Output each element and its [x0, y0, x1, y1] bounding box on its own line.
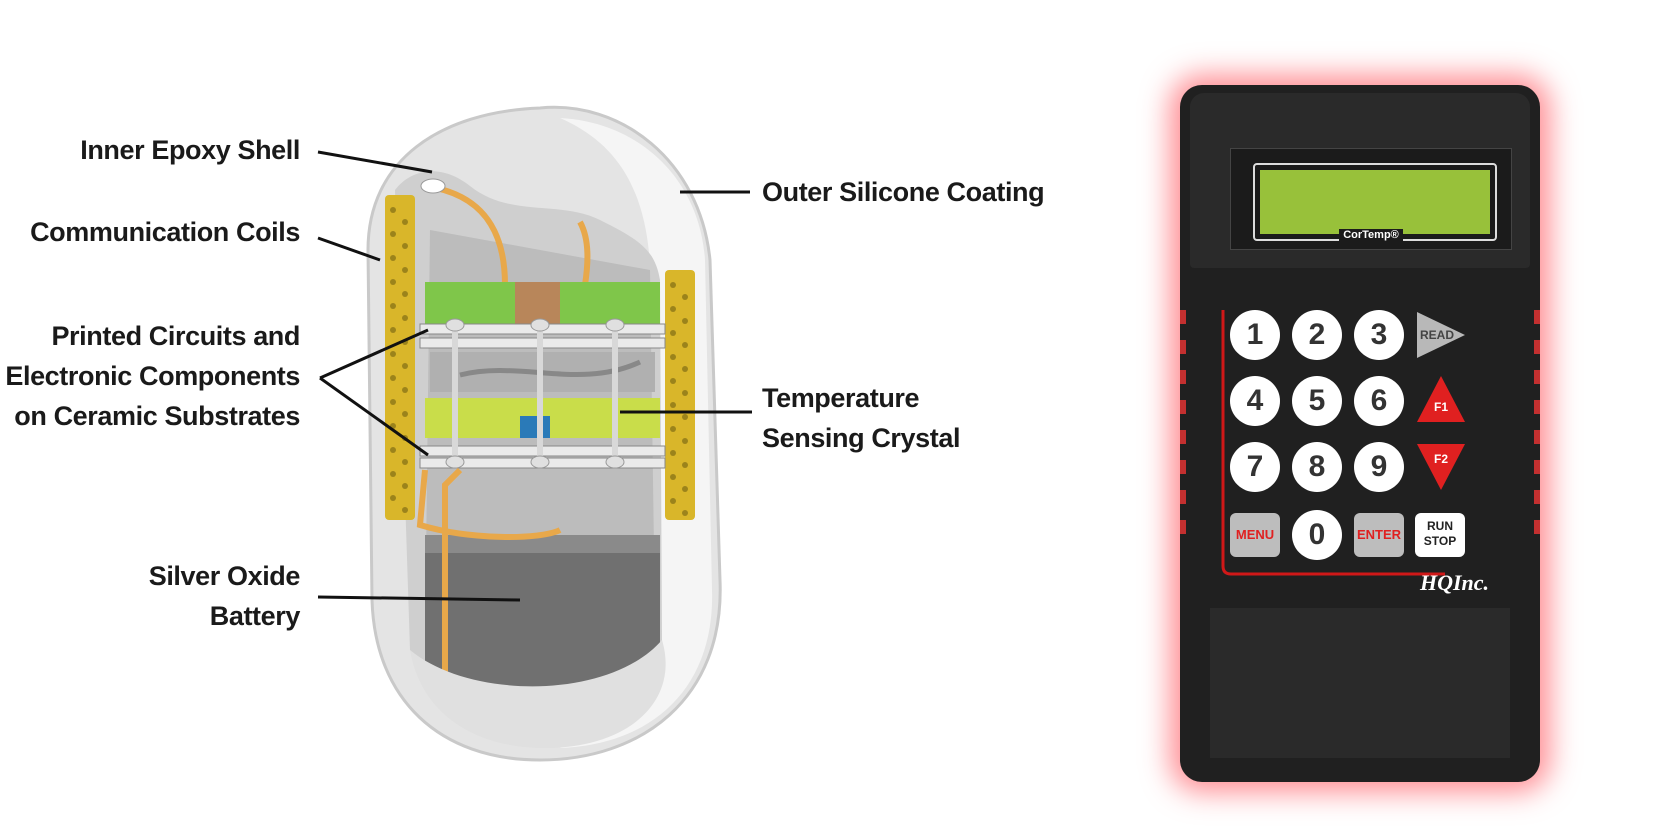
- side-grip: [1534, 490, 1540, 504]
- label-printed-circuits: Printed Circuits and Electronic Componen…: [0, 316, 300, 436]
- side-grip: [1534, 400, 1540, 414]
- key-9[interactable]: 9: [1354, 442, 1404, 492]
- down-triangle-icon: [1417, 444, 1465, 490]
- enter-button[interactable]: ENTER: [1354, 513, 1404, 557]
- label-crystal-line1: Temperature: [762, 383, 920, 413]
- board-standoffs: [452, 320, 618, 465]
- side-grip: [1534, 460, 1540, 474]
- brand-label: CorTemp®: [1231, 229, 1511, 241]
- lcd-screen: [1260, 170, 1490, 234]
- standoff-caps: [445, 318, 625, 469]
- side-grip: [1534, 520, 1540, 534]
- label-outer-silicone-coating: Outer Silicone Coating: [762, 177, 1045, 207]
- capsule-bottom-rim: [410, 640, 666, 748]
- label-inner-epoxy-shell: Inner Epoxy Shell: [80, 135, 300, 165]
- side-grip: [1180, 490, 1186, 504]
- device-top-panel: CorTemp®: [1190, 93, 1530, 268]
- side-grip: [1180, 370, 1186, 384]
- side-grip: [1180, 400, 1186, 414]
- read-triangle-icon: [1417, 312, 1465, 358]
- cortemp-data-recorder: CorTemp® 1 2 3 READ 4 5 6 F1 7 8 9: [1180, 85, 1540, 782]
- device-bottom-panel: [1210, 608, 1510, 758]
- side-grip: [1180, 340, 1186, 354]
- battery-top: [425, 535, 660, 553]
- f2-label: F2: [1433, 452, 1448, 466]
- label-printed-circuits-line2: Electronic Components: [5, 361, 300, 391]
- component-wire: [459, 359, 642, 378]
- run-stop-button[interactable]: RUN STOP: [1415, 513, 1465, 557]
- label-temperature-sensing-crystal: Temperature Sensing Crystal: [762, 378, 960, 458]
- keypad: 1 2 3 READ 4 5 6 F1 7 8 9 F2 MENU 0 ENTE…: [1230, 310, 1500, 570]
- label-communication-coils: Communication Coils: [30, 217, 300, 247]
- key-6[interactable]: 6: [1354, 376, 1404, 426]
- key-2[interactable]: 2: [1292, 310, 1342, 360]
- label-printed-circuits-line3: on Ceramic Substrates: [14, 401, 300, 431]
- label-silver-oxide-battery: Silver Oxide Battery: [60, 556, 301, 636]
- f1-label: F1: [1433, 400, 1448, 414]
- communication-coil-right: [665, 270, 695, 520]
- key-0[interactable]: 0: [1292, 510, 1342, 560]
- side-grip: [1534, 310, 1540, 324]
- brand-text: CorTemp®: [1339, 229, 1403, 241]
- inner-shell-tip: [420, 178, 446, 194]
- battery-wire-2: [416, 469, 562, 540]
- label-battery-line2: Battery: [209, 601, 301, 631]
- silver-oxide-battery: [425, 545, 660, 695]
- board-chip-top: [515, 282, 560, 324]
- key-8[interactable]: 8: [1292, 442, 1342, 492]
- f2-button[interactable]: F2: [1415, 442, 1467, 492]
- up-triangle-icon: [1417, 376, 1465, 422]
- side-grip: [1534, 370, 1540, 384]
- side-grip: [1180, 430, 1186, 444]
- temperature-sensing-crystal: [520, 416, 550, 438]
- label-crystal-line2: Sensing Crystal: [762, 423, 961, 453]
- key-4[interactable]: 4: [1230, 376, 1280, 426]
- f1-button[interactable]: F1: [1415, 374, 1467, 424]
- maker-logo: HQInc.: [1420, 570, 1490, 595]
- key-7[interactable]: 7: [1230, 442, 1280, 492]
- label-printed-circuits-line1: Printed Circuits and: [51, 321, 300, 351]
- antenna-wire: [435, 185, 508, 286]
- key-3[interactable]: 3: [1354, 310, 1404, 360]
- key-1[interactable]: 1: [1230, 310, 1280, 360]
- side-grip: [1180, 460, 1186, 474]
- stop-label: STOP: [1423, 534, 1457, 548]
- side-grip: [1180, 520, 1186, 534]
- side-grip: [1534, 430, 1540, 444]
- communication-coil-left: [385, 195, 415, 520]
- key-5[interactable]: 5: [1292, 376, 1342, 426]
- coil-dots-left: [390, 207, 408, 513]
- keypad-border: [1221, 310, 1445, 576]
- leader-lines: [317, 150, 752, 602]
- lcd-frame: CorTemp®: [1230, 148, 1512, 250]
- read-label: READ: [1419, 328, 1454, 342]
- label-battery-line1: Silver Oxide: [148, 561, 301, 591]
- coil-dots-right: [670, 282, 688, 516]
- menu-button[interactable]: MENU: [1230, 513, 1280, 557]
- read-button[interactable]: READ: [1415, 310, 1467, 360]
- run-label: RUN: [1427, 519, 1453, 533]
- side-grip: [1180, 310, 1186, 324]
- side-grip: [1534, 340, 1540, 354]
- antenna-wire-2: [577, 220, 591, 286]
- lcd-display: [1253, 163, 1497, 241]
